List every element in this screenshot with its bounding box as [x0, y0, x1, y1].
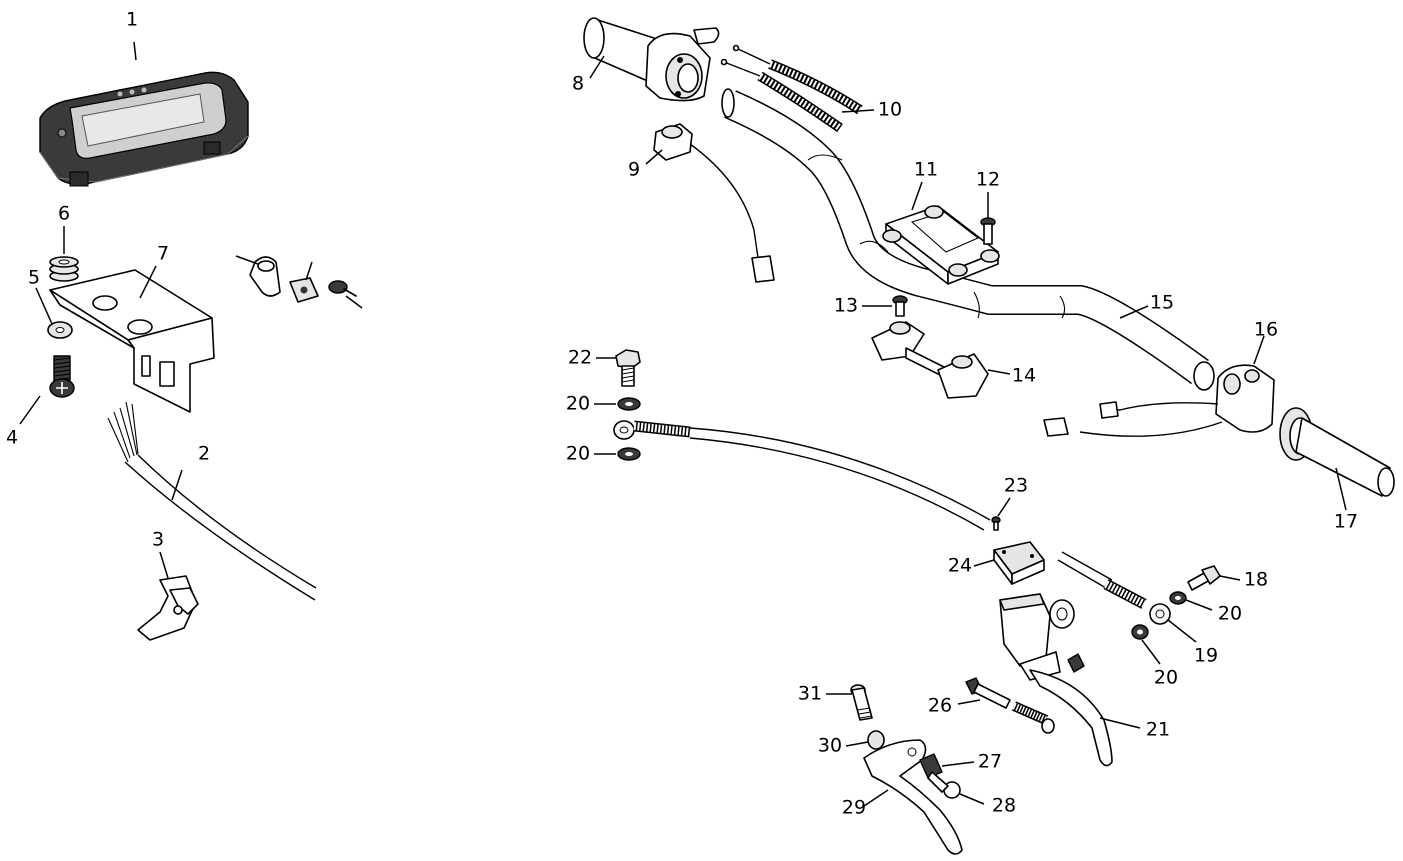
callout-31: 31: [798, 683, 822, 705]
callout-23: 23: [1004, 475, 1028, 497]
callout-20-d: 20: [1154, 667, 1178, 689]
callout-4: 4: [6, 427, 18, 449]
callout-9: 9: [628, 159, 640, 181]
callout-18: 18: [1244, 569, 1268, 591]
part-15-handlebar: [721, 88, 1215, 391]
leader-lines: [19, 41, 1347, 807]
part-18-banjo-bolt: [1187, 565, 1221, 591]
part-brake-hose: [613, 420, 1147, 609]
callout-7: 7: [157, 243, 169, 265]
part-7-mounting-bracket: [49, 269, 215, 413]
callout-20-c: 20: [1218, 603, 1242, 625]
part-6-rubber-grommet: [49, 256, 79, 282]
part-12-bolt: [980, 217, 996, 245]
part-13-bolt: [892, 295, 908, 317]
part-24-reservoir-cap: [993, 541, 1045, 585]
callout-19: 19: [1194, 645, 1218, 667]
part-17-hand-grip: [1279, 407, 1395, 497]
callout-20-a: 20: [566, 393, 590, 415]
part-11-upper-clamp: [882, 205, 1000, 285]
callout-21: 21: [1146, 719, 1170, 741]
callout-27: 27: [978, 751, 1002, 773]
callout-2: 2: [198, 443, 210, 465]
callout-29: 29: [842, 797, 866, 819]
part-16-handlebar-switch: [1043, 364, 1275, 437]
part-4-screw: [49, 355, 75, 398]
part-3-cable-clamp: [137, 575, 199, 641]
part-26-adjuster-screw: [965, 677, 1055, 734]
callout-8: 8: [572, 73, 584, 95]
part-9-kill-switch: [653, 123, 775, 283]
part-22-banjo-bolt: [615, 349, 641, 387]
part-28-adjuster: [927, 771, 961, 799]
callout-13: 13: [834, 295, 858, 317]
part-30-bushing: [867, 730, 885, 750]
callout-26: 26: [928, 695, 952, 717]
callout-24: 24: [948, 555, 972, 577]
part-clip-nut: [289, 277, 319, 303]
callout-30: 30: [818, 735, 842, 757]
callout-5: 5: [28, 267, 40, 289]
callout-28: 28: [992, 795, 1016, 817]
callout-6: 6: [58, 203, 70, 225]
part-small-screw: [328, 280, 357, 297]
callout-17: 17: [1334, 511, 1358, 533]
callout-16: 16: [1254, 319, 1278, 341]
part-cable-clip: [249, 256, 281, 297]
part-27-spring: [919, 753, 943, 779]
callout-14: 14: [1012, 365, 1036, 387]
part-8-throttle-assembly: [583, 17, 720, 102]
callout-22: 22: [568, 347, 592, 369]
part-10-throttle-cables: [720, 44, 863, 133]
callout-11: 11: [914, 159, 938, 181]
part-14-lower-clamp: [871, 321, 989, 399]
part-23-screw: [991, 516, 1001, 531]
part-1-dashboard: [39, 71, 249, 187]
part-21-brake-master-cylinder: [999, 593, 1113, 767]
callout-labels: 1 2 3 4 5 6 7 8 9 10 11 12 13 14 15 16 1…: [6, 9, 1358, 819]
callout-20-b: 20: [566, 443, 590, 465]
callout-3: 3: [152, 529, 164, 551]
part-29-clutch-lever: [863, 739, 963, 855]
callout-12: 12: [976, 169, 1000, 191]
callout-10: 10: [878, 99, 902, 121]
callout-1: 1: [126, 9, 138, 31]
part-2-wire-harness: [107, 401, 317, 601]
part-31-pivot-bolt: [850, 684, 873, 721]
callout-15: 15: [1150, 292, 1174, 314]
